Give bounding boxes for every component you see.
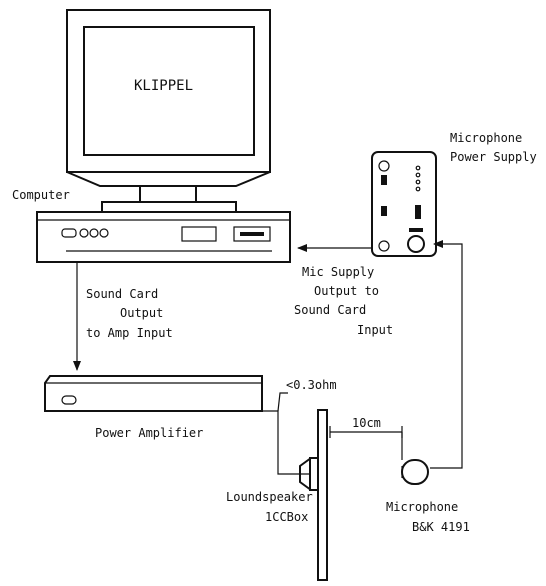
power-amplifier-label: Power Amplifier [95,426,203,440]
computer-label: Computer [12,188,70,202]
impedance-label: <0.3ohm [286,378,337,392]
mic-supply-output-line1: Mic Supply [302,265,374,279]
mic-supply-output-line2: Output to [314,284,379,298]
loudspeaker-label-line2: 1CCBox [265,510,308,524]
power-amplifier: Power Amplifier [44,375,263,440]
sound-card-output-line2: Output [120,306,163,320]
sound-card-output-line1: Sound Card [86,287,158,301]
monitor-brand: KLIPPEL [134,78,193,94]
mic-supply-output-line4: Input [357,323,393,337]
computer-unit: Computer [12,188,291,263]
monitor: KLIPPEL [66,9,271,213]
microphone [401,459,429,485]
mic-power-supply-label-line2: Power Supply [450,150,537,164]
distance-label: 10cm [352,416,381,430]
mic-power-supply-label-line1: Microphone [450,131,522,145]
loudspeaker-label-line1: Loundspeaker [226,490,313,504]
connections [73,240,463,475]
mic-supply-output-line3: Sound Card [294,303,366,317]
microphone-label-line2: B&K 4191 [412,520,470,534]
mic-power-supply: Microphone Power Supply [371,131,537,257]
distance-marker [329,426,403,460]
sound-card-output-line3: to Amp Input [86,326,173,340]
loudspeaker-baffle [299,409,328,581]
microphone-label-line1: Microphone [386,500,458,514]
